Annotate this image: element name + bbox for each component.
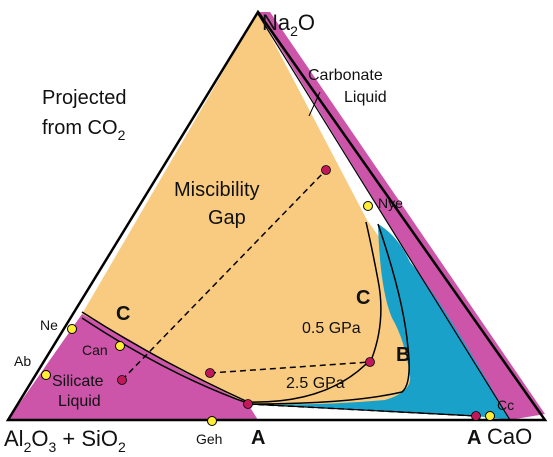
miscibility-gap-label-line1: Miscibility bbox=[174, 179, 260, 201]
mineral-label-ne: Ne bbox=[40, 317, 58, 333]
mineral-point-cc bbox=[485, 411, 495, 421]
mineral-point-geh bbox=[207, 416, 217, 426]
blue-field bbox=[248, 224, 510, 420]
vertex-label-na2o: Na2O bbox=[262, 10, 315, 39]
carbonate-band-boundary bbox=[257, 13, 511, 421]
silicate-liquid-field bbox=[8, 314, 258, 420]
mineral-label-ab: Ab bbox=[14, 353, 31, 369]
mineral-label-geh: Geh bbox=[196, 431, 222, 447]
region-letter-c-right: C bbox=[356, 287, 370, 309]
phase-point-silicate bbox=[117, 375, 127, 385]
tie-line-middle bbox=[209, 361, 371, 374]
region-letter-c-left: C bbox=[116, 303, 130, 325]
phase-point-mid-left bbox=[205, 368, 215, 378]
projection-note-line2: from CO2 bbox=[42, 117, 126, 143]
phase-point-a-right bbox=[471, 411, 481, 421]
carbonate-liquid-leader bbox=[308, 91, 321, 117]
vertex-label-al2o3-sio2: Al2O3 + SiO2 bbox=[4, 426, 126, 455]
silicate-liquid-label-line2: Liquid bbox=[58, 393, 101, 410]
mineral-point-can bbox=[115, 341, 125, 351]
silicate-liquid-label-line1: Silicate bbox=[52, 373, 104, 390]
solvus-low-pressure bbox=[81, 221, 382, 403]
carbonate-liquid-label-line1: Carbonate bbox=[308, 67, 383, 84]
phase-point-mid-right bbox=[365, 357, 375, 367]
triangle-outline bbox=[5, 9, 548, 422]
solvus-high-pressure bbox=[81, 223, 410, 405]
pressure-label-2-5-gpa: 2.5 GPa bbox=[286, 375, 345, 392]
phase-point-upper-carbonate bbox=[321, 165, 331, 175]
region-letter-a-right: A bbox=[467, 427, 481, 449]
region-letter-a-left: A bbox=[251, 427, 265, 449]
tie-line-upper bbox=[121, 169, 327, 381]
mineral-label-nye: Nye bbox=[378, 195, 403, 211]
carbonate-liquid-label-line2: Liquid bbox=[344, 89, 387, 106]
tie-lines bbox=[121, 169, 477, 417]
mineral-point-ne bbox=[67, 324, 77, 334]
phase-points bbox=[117, 165, 481, 421]
mineral-points bbox=[41, 201, 495, 426]
vertex-label-cao: CaO bbox=[487, 424, 532, 449]
mineral-point-nye bbox=[363, 201, 373, 211]
mineral-label-cc: Cc bbox=[497, 397, 514, 413]
miscibility-gap-label-line2: Gap bbox=[208, 207, 246, 229]
mineral-point-ab bbox=[41, 370, 51, 380]
mineral-label-can: Can bbox=[82, 342, 108, 358]
projection-note-line1: Projected bbox=[42, 87, 127, 109]
phase-point-a-left bbox=[243, 399, 253, 409]
region-letter-b: B bbox=[396, 344, 410, 366]
pressure-label-0-5-gpa: 0.5 GPa bbox=[302, 320, 361, 337]
tie-line-base bbox=[247, 403, 477, 417]
